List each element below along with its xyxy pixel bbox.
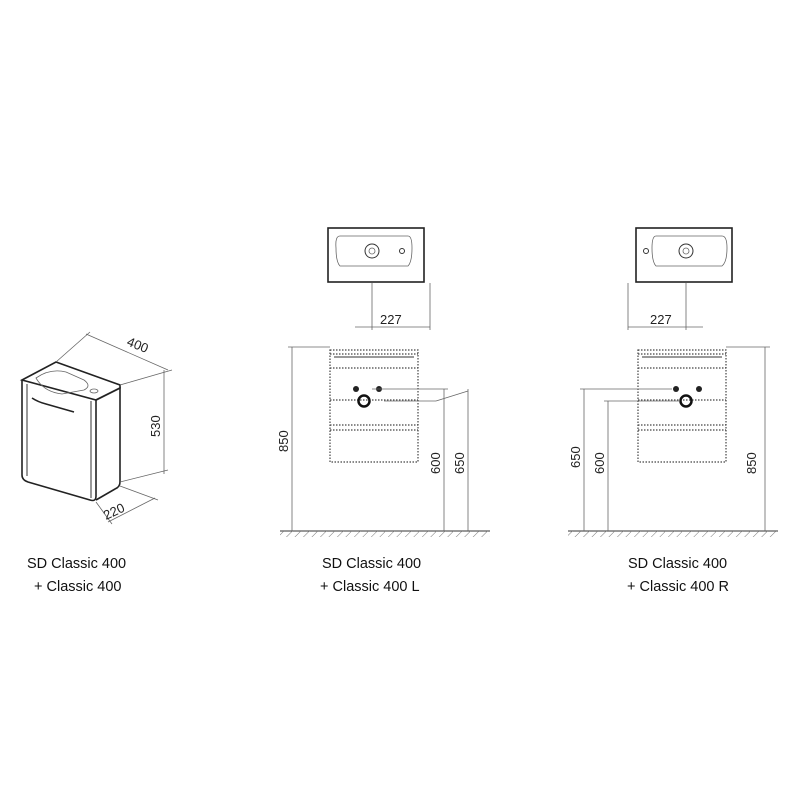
iso-cabinet-side <box>95 386 121 501</box>
left-water-inlet <box>353 386 359 392</box>
left-cabinet-front <box>329 349 419 463</box>
front-view-right: 227 850 600 650 SD Classic 400 + Classic… <box>568 227 778 595</box>
left-ext-line <box>435 390 469 402</box>
iso-ext-line <box>95 501 113 525</box>
iso-basin-top <box>19 361 121 401</box>
right-floor-hatch <box>568 531 778 537</box>
right-dim-227: 227 <box>650 312 672 327</box>
iso-caption-line1: SD Classic 400 <box>27 556 126 572</box>
iso-ext-line <box>119 369 173 386</box>
right-caption-line1: SD Classic 400 <box>628 556 727 572</box>
right-cabinet-front <box>637 349 727 463</box>
right-dim-650: 650 <box>568 446 583 468</box>
iso-ext-line <box>119 469 169 483</box>
right-dim-850: 850 <box>744 452 759 474</box>
right-top-drain <box>678 243 694 259</box>
iso-ext-line <box>55 331 91 363</box>
left-dim-600: 600 <box>428 452 443 474</box>
left-dim-227: 227 <box>380 312 402 327</box>
right-top-drain-inner <box>682 247 690 255</box>
left-dim-850: 850 <box>276 430 291 452</box>
right-top-basin-outline <box>635 227 733 283</box>
right-dim-600: 600 <box>592 452 607 474</box>
left-top-drain-inner <box>368 247 376 255</box>
left-top-drain <box>364 243 380 259</box>
front-view-left: 227 850 600 650 SD Classic 400 + Classic… <box>276 227 490 595</box>
iso-ext-line <box>119 485 159 501</box>
left-caption-line1: SD Classic 400 <box>322 556 421 572</box>
left-top-basin-outline <box>327 227 425 283</box>
iso-dim-220: 220 <box>101 500 127 523</box>
iso-caption-line2: + Classic 400 <box>34 579 121 595</box>
right-top-basin-bowl <box>651 235 728 267</box>
iso-handle <box>31 397 75 413</box>
iso-dim-530: 530 <box>148 415 163 437</box>
left-floor-hatch <box>280 531 490 537</box>
left-top-tap-hole <box>399 248 405 254</box>
iso-basin-bowl <box>35 370 89 395</box>
right-drain-outlet <box>679 394 693 408</box>
iso-cabinet-front <box>21 380 97 502</box>
right-caption-line2: + Classic 400 R <box>627 579 729 595</box>
right-top-tap-hole <box>643 248 649 254</box>
isometric-view: 400 530 220 SD Classic 400 + Classic 400 <box>19 331 173 595</box>
iso-dim-line-400 <box>85 333 169 371</box>
left-drain-outlet <box>357 394 371 408</box>
left-caption-line2: + Classic 400 L <box>320 579 420 595</box>
iso-dim-line-220 <box>107 497 156 523</box>
right-water-inlet <box>696 386 702 392</box>
left-dim-650: 650 <box>452 452 467 474</box>
iso-tap-hole <box>89 388 99 394</box>
left-top-basin-bowl <box>335 235 413 267</box>
right-water-inlet <box>673 386 679 392</box>
